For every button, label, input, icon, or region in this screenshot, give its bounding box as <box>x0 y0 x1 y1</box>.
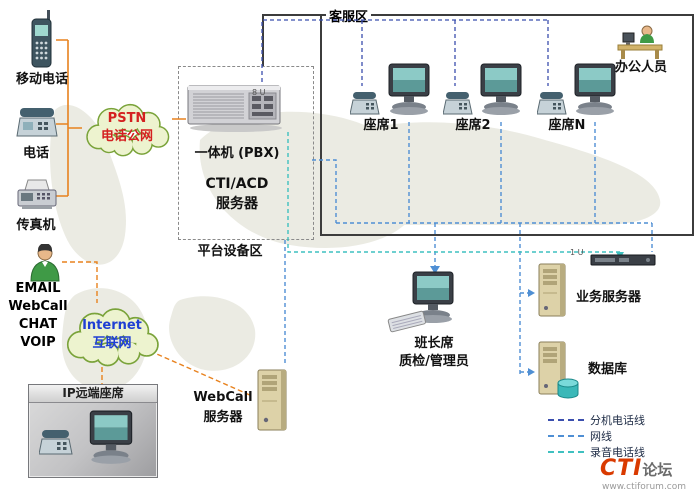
cti-acd-label: CTI/ACD <box>205 176 269 192</box>
supervisor-label: 班长席 <box>414 336 454 351</box>
webcall-server-sublabel: 服务器 <box>203 410 243 425</box>
legend-recording-line: 录音电话线 <box>548 444 645 460</box>
mobile-phone-label: 移动电话 <box>15 72 68 87</box>
ip-remote-agent-panel: IP远端座席 <box>28 384 158 478</box>
desk-phone-icon <box>16 104 58 140</box>
supervisor-role-label: 质检/管理员 <box>399 354 469 369</box>
cloud-shape-icon <box>86 103 170 157</box>
extension-line-label: 分机电话线 <box>590 414 645 427</box>
network-line-sample <box>548 435 584 437</box>
platform-area-box <box>178 66 314 240</box>
channel-webcall: WebCall <box>8 299 68 314</box>
database-label: 数据库 <box>588 362 628 377</box>
service-area-box <box>320 14 694 236</box>
agentN-label: 座席N <box>548 118 586 133</box>
business-server-icon <box>534 262 572 322</box>
internet-cloud: Internet 互联网 <box>60 302 164 370</box>
agentN-phone-icon <box>537 90 567 116</box>
internet-user-icon <box>28 244 62 282</box>
agent1-phone-icon <box>350 90 380 116</box>
office-staff-icon <box>616 24 666 60</box>
supervisor-keyboard-icon <box>387 310 428 335</box>
ip-remote-monitor-icon <box>87 409 135 469</box>
internet-channels-list: EMAIL WebCall CHAT VOIP <box>2 280 74 352</box>
agent2-phone-icon <box>443 90 473 116</box>
cti-server-label: 服务器 <box>216 196 258 212</box>
service-area-box-left-extension <box>262 14 264 67</box>
platform-area-label: 平台设备区 <box>197 244 263 259</box>
rack-1u-server-icon <box>590 254 656 266</box>
network-line-label: 网线 <box>590 430 612 443</box>
internet-sublabel: 互联网 <box>92 335 132 351</box>
recording-line-sample <box>548 451 584 453</box>
pbx-rack-icon <box>186 82 286 134</box>
office-staff-label: 办公人员 <box>614 60 667 75</box>
business-server-label: 业务服务器 <box>576 290 642 305</box>
ctiforum-url: www.ctiforum.com <box>602 482 687 492</box>
extension-line-sample <box>548 419 584 421</box>
webcall-server-label: WebCall <box>193 390 253 405</box>
database-cylinder-icon <box>556 378 580 400</box>
ctiforum-logo: CTI论坛 <box>600 456 672 481</box>
logo-forum-text: 论坛 <box>642 461 673 479</box>
logo-cti-text: CTI <box>600 456 643 481</box>
service-area-box-top-extension <box>262 14 320 16</box>
desk-phone-label: 电话 <box>22 146 49 161</box>
ip-remote-agent-label: IP远端座席 <box>29 385 157 403</box>
pstn-sublabel: 电话公网 <box>100 128 153 144</box>
agent1-monitor-icon <box>386 62 432 120</box>
pbx-label: 一体机 (PBX) <box>194 146 280 161</box>
internet-label: Internet <box>82 318 142 333</box>
fax-machine-icon <box>16 178 58 216</box>
channel-email: EMAIL <box>15 281 61 296</box>
legend-extension-line: 分机电话线 <box>548 412 645 428</box>
pbx-rack-unit-label: 8 U <box>252 88 266 97</box>
channel-voip: VOIP <box>20 335 56 350</box>
ip-remote-phone-icon <box>39 427 73 457</box>
cloud-shape-icon <box>66 308 159 367</box>
agent2-label: 座席2 <box>455 118 491 133</box>
rack-unit-1u-label: 1 U <box>570 248 584 257</box>
channel-chat: CHAT <box>18 317 58 332</box>
agent2-monitor-icon <box>478 62 524 120</box>
recording-line-label: 录音电话线 <box>590 446 645 459</box>
pstn-cloud: PSTN 电话公网 <box>80 96 174 162</box>
fax-machine-label: 传真机 <box>16 218 56 233</box>
service-area-label: 客服区 <box>326 6 372 25</box>
mobile-phone-icon <box>28 10 56 70</box>
pstn-label: PSTN <box>107 111 147 126</box>
legend-network-line: 网线 <box>548 428 612 444</box>
webcall-server-icon <box>252 368 296 436</box>
agentN-monitor-icon <box>572 62 618 120</box>
agent1-label: 座席1 <box>363 118 399 133</box>
